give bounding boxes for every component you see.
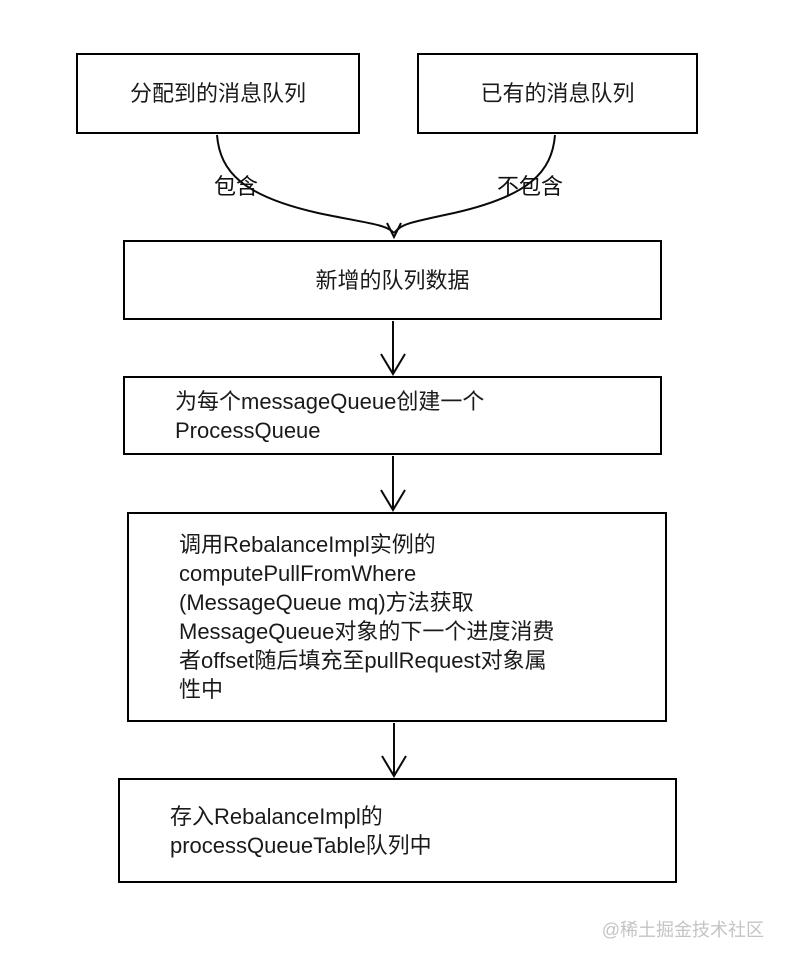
merge-arrowhead-icon bbox=[386, 222, 402, 240]
edge-label-contains: 包含 bbox=[214, 174, 259, 199]
edge-not-contains-curve bbox=[393, 134, 556, 234]
edge-label-not-contains: 不包含 bbox=[497, 174, 564, 199]
node-new-queue-data: 新增的队列数据 bbox=[123, 240, 662, 320]
node-existing-message-queues: 已有的消息队列 bbox=[417, 53, 698, 134]
watermark-text: @稀土掘金技术社区 bbox=[601, 920, 764, 940]
node-store-in-process-queue-table: 存入RebalanceImpl的 processQueueTable队列中 bbox=[118, 778, 677, 883]
node-create-process-queue: 为每个messageQueue创建一个 ProcessQueue bbox=[123, 376, 662, 455]
arrow-2-head-icon bbox=[380, 489, 406, 512]
arrow-1-head-icon bbox=[380, 353, 406, 376]
node-assigned-message-queues: 分配到的消息队列 bbox=[76, 53, 360, 134]
edge-contains-curve bbox=[216, 134, 395, 234]
node-compute-pull-from-where: 调用RebalanceImpl实例的 computePullFromWhere … bbox=[127, 512, 667, 722]
arrow-3-head-icon bbox=[381, 755, 407, 778]
